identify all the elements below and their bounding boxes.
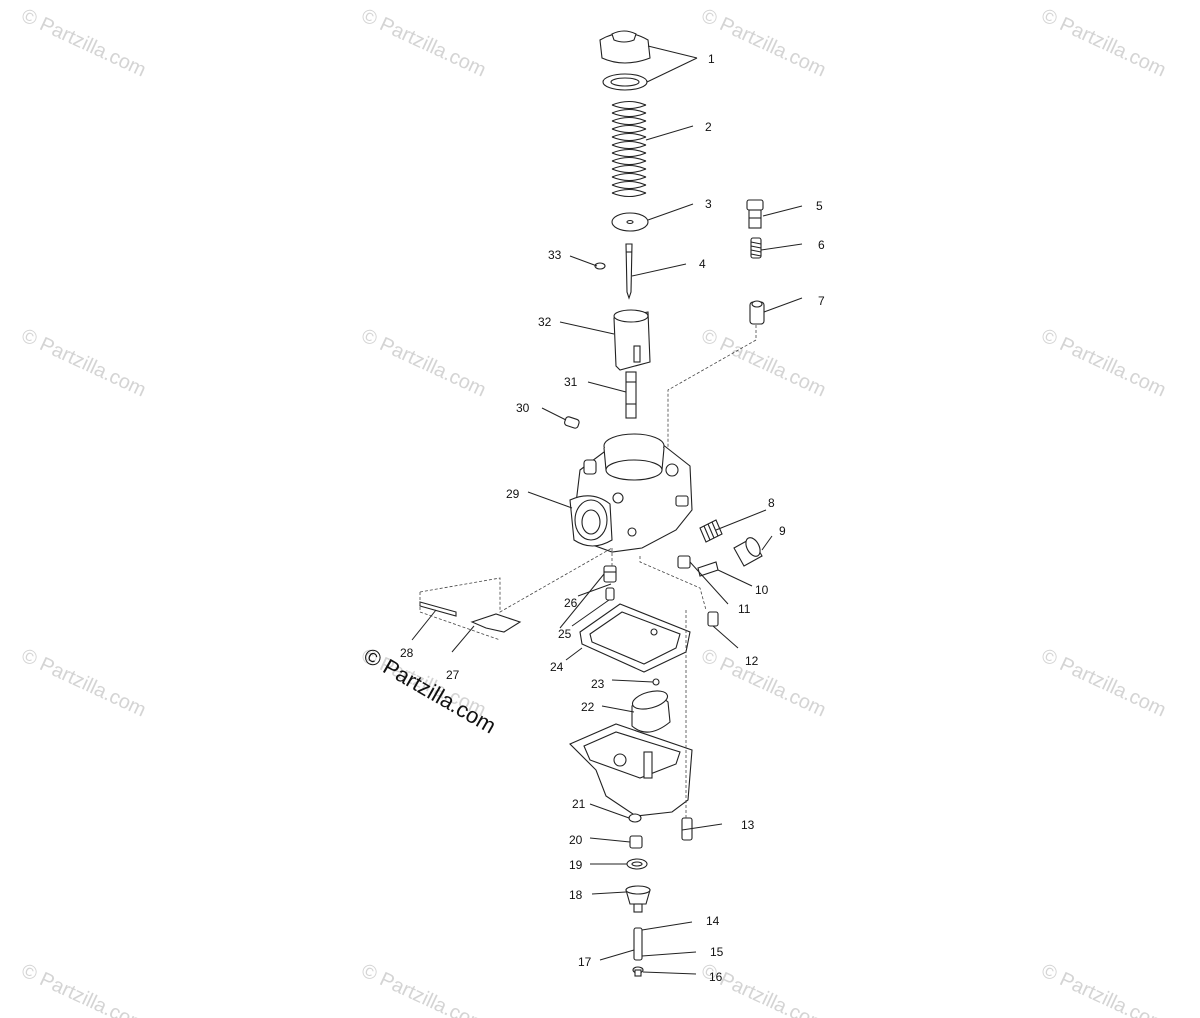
callout-31: 31 [564, 375, 578, 389]
watermark-text: © Partzilla.com [18, 5, 149, 82]
watermark-text: © Partzilla.com [18, 325, 149, 402]
callout-29: 29 [506, 487, 520, 501]
assembly-line-7 [667, 325, 757, 470]
part-11-spring [677, 555, 691, 569]
callout-22: 22 [581, 700, 595, 714]
watermark-text: © Partzilla.com [358, 5, 489, 82]
callout-32: 32 [538, 315, 552, 329]
part-32-slide [613, 309, 651, 371]
watermark-text: © Partzilla.com [358, 960, 489, 1018]
part-29-carb-body [569, 433, 693, 553]
callout-19: 19 [569, 858, 583, 872]
watermark-text: © Partzilla.com [358, 325, 489, 402]
part-6-spring [750, 237, 762, 259]
parts [419, 30, 765, 977]
callout-24: 24 [550, 660, 564, 674]
callout-28: 28 [400, 646, 414, 660]
callout-26: 26 [564, 596, 578, 610]
float-bowl [569, 723, 693, 817]
callout-23: 23 [591, 677, 605, 691]
leader-lines [411, 45, 803, 975]
part-24-gasket [579, 603, 691, 673]
part-2-spring [611, 100, 647, 200]
watermark-text: © Partzilla.com [698, 325, 829, 402]
part-19-o-ring [626, 858, 648, 870]
callout-20: 20 [569, 833, 583, 847]
callout-14: 14 [706, 914, 720, 928]
watermark-text: © Partzilla.com [1038, 960, 1169, 1018]
callout-33: 33 [548, 248, 562, 262]
watermark-text: © Partzilla.com [1038, 645, 1169, 722]
part-30-plug [564, 416, 580, 429]
callout-1: 1 [708, 52, 715, 66]
callout-27: 27 [446, 668, 460, 682]
watermark-text: © Partzilla.com [1038, 325, 1169, 402]
part-20-jet [629, 835, 643, 849]
part-22-float [631, 690, 671, 733]
part-21-washer [628, 813, 642, 823]
callout-6: 6 [818, 238, 825, 252]
watermark-text: © Partzilla.com [698, 960, 829, 1018]
part-12-jet [707, 611, 719, 627]
callout-25: 25 [558, 627, 572, 641]
part-3-retainer [611, 212, 649, 232]
callout-4: 4 [699, 257, 706, 271]
watermark-text: © Partzilla.com [18, 960, 149, 1018]
part-1-cap [599, 30, 651, 91]
callout-5: 5 [816, 199, 823, 213]
callout-2: 2 [705, 120, 712, 134]
callout-7: 7 [818, 294, 825, 308]
part-8-spring [699, 519, 723, 543]
callout-17: 17 [578, 955, 592, 969]
main-watermark: © Partzilla.com [360, 643, 501, 739]
callout-16: 16 [709, 970, 723, 984]
part-4-needle [625, 243, 633, 300]
part-33-clip [594, 262, 606, 270]
callout-15: 15 [710, 945, 724, 959]
part-31-needle-jet [625, 371, 637, 419]
part-5-screw [746, 199, 764, 229]
callout-11: 11 [738, 602, 751, 616]
callout-18: 18 [569, 888, 583, 902]
part-18-plug [625, 885, 651, 913]
callout-3: 3 [705, 197, 712, 211]
part-23-pin [652, 678, 660, 686]
watermark-text: © Partzilla.com [698, 645, 829, 722]
callout-8: 8 [768, 496, 775, 510]
callout-labels: 1 2 3 4 5 6 7 8 9 10 11 12 13 14 15 16 1… [400, 52, 825, 984]
part-9-screw [733, 537, 763, 567]
watermark-text: © Partzilla.com [1038, 5, 1169, 82]
callout-9: 9 [779, 524, 786, 538]
callout-10: 10 [755, 583, 769, 597]
callout-21: 21 [572, 797, 586, 811]
assembly-line-10 [639, 556, 707, 611]
watermark-text: © Partzilla.com [18, 645, 149, 722]
part-25-jet [605, 587, 615, 601]
part-27-float-arm [470, 613, 522, 633]
watermark-text: © Partzilla.com [698, 5, 829, 82]
callout-12: 12 [745, 654, 759, 668]
part-26-jet [603, 565, 617, 583]
callout-13: 13 [741, 818, 755, 832]
part-7-holder [749, 300, 765, 325]
callout-30: 30 [516, 401, 530, 415]
part-16-screw [632, 966, 644, 977]
assembly-line-28 [419, 547, 613, 641]
part-17-tube [633, 927, 643, 961]
